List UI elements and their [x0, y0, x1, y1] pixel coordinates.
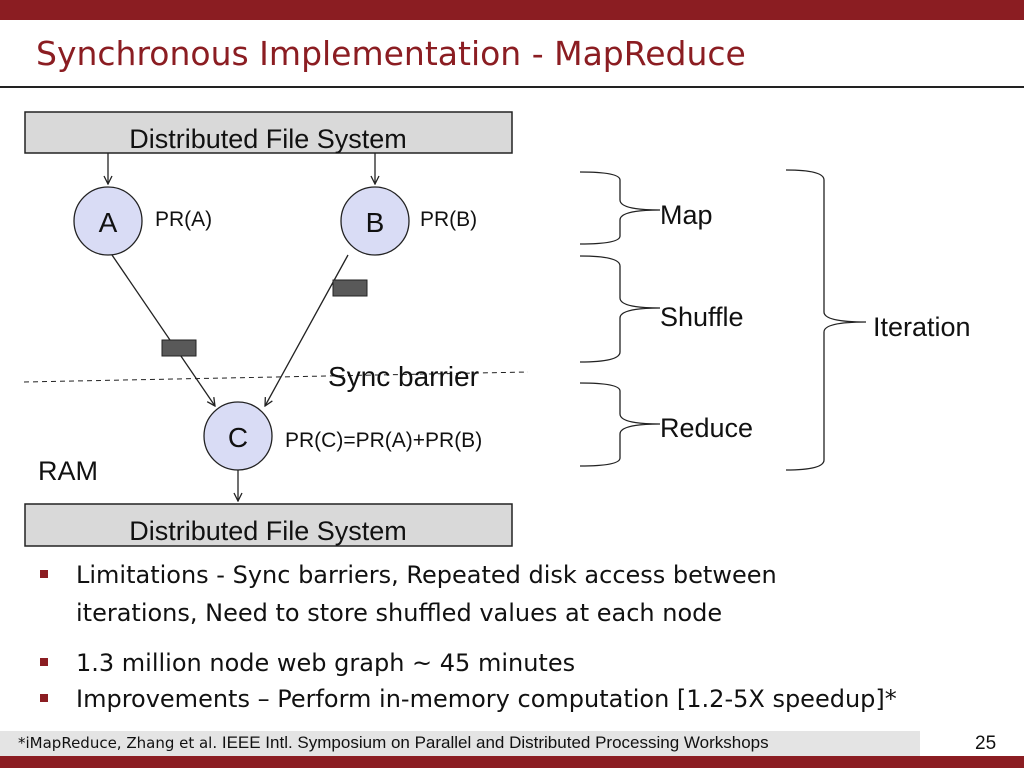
top-accent-bar [0, 0, 1024, 20]
bullet-marker [40, 570, 48, 578]
pr-b-label: PR(B) [420, 208, 477, 231]
edge-a-to-c [111, 254, 215, 406]
dfs-top-box [24, 111, 513, 154]
bullet-marker [40, 658, 48, 666]
reduce-label: Reduce [660, 413, 753, 443]
iteration-brace [785, 169, 867, 471]
pr-a-label: PR(A) [155, 208, 212, 231]
bullet-text-line: 1.3 million node web graph ~ 45 minutes [76, 649, 576, 677]
reduce-brace [579, 382, 661, 467]
ram-label: RAM [38, 456, 98, 486]
map-brace [579, 171, 661, 245]
dfs-top-label: Distributed File System [129, 124, 407, 154]
title-divider [0, 86, 1024, 88]
pr-c-label: PR(C)=PR(A)+PR(B) [285, 429, 482, 452]
iteration-label: Iteration [873, 312, 971, 342]
node-c-label: C [228, 422, 248, 453]
shuffle-brace [579, 255, 661, 363]
dfs-bottom-label: Distributed File System [129, 516, 407, 546]
footer-citation: *iMapReduce, Zhang et al. IEEE Intl. Sym… [18, 733, 769, 753]
mapreduce-diagram: Distributed File System A PR(A) B PR(B) … [23, 111, 971, 547]
message-block-a [161, 339, 197, 357]
bullet-marker [40, 694, 48, 702]
bottom-accent-bar [0, 756, 1024, 768]
bullet-text-line: Limitations - Sync barriers, Repeated di… [76, 561, 777, 589]
citation-authors: *iMapReduce, Zhang et al. [18, 734, 218, 752]
dfs-bottom-box [24, 503, 513, 547]
map-label: Map [660, 200, 713, 230]
slide-title: Synchronous Implementation - MapReduce [36, 34, 746, 73]
shuffle-label: Shuffle [660, 302, 744, 332]
footer-citation-band [0, 731, 920, 756]
sync-barrier-line [23, 371, 529, 383]
sync-barrier-label: Sync barrier [328, 361, 479, 392]
node-b-label: B [366, 207, 385, 238]
bullet-text-line: iterations, Need to store shuffled value… [76, 599, 723, 627]
bullet-text-line: Improvements – Perform in-memory computa… [76, 685, 897, 713]
citation-venue: IEEE Intl. Symposium on Parallel and Dis… [217, 733, 769, 752]
message-block-b [332, 279, 368, 297]
page-number: 25 [975, 733, 997, 754]
node-a [73, 186, 143, 256]
node-a-label: A [99, 207, 118, 238]
node-b [340, 186, 410, 256]
